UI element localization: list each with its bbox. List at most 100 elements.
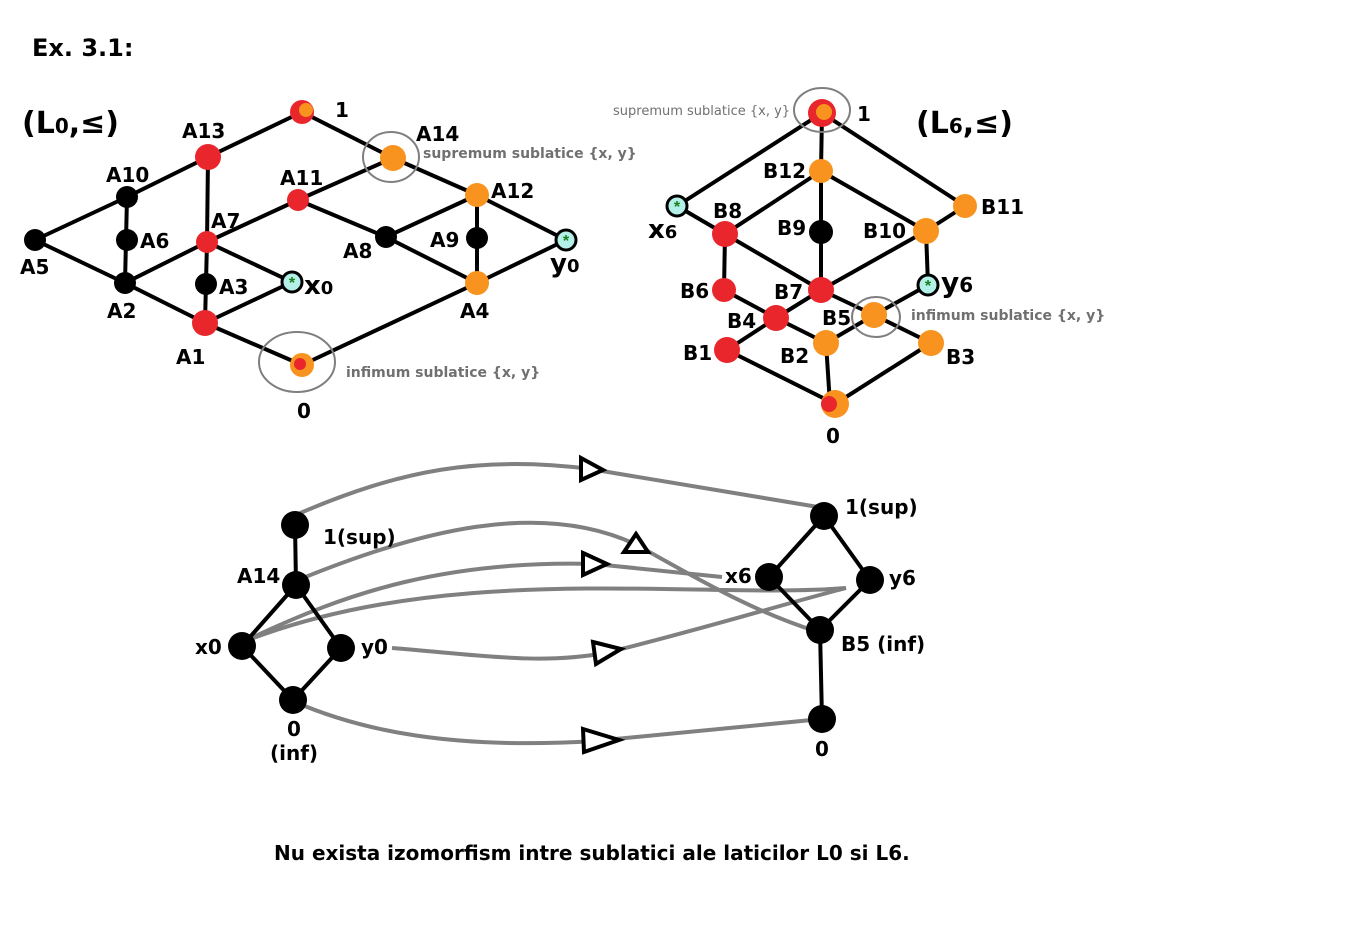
l0-sup-note: supremum sublatice {x, y}: [423, 146, 637, 162]
l0-node-y0: [554, 228, 578, 252]
l0-node-a6: [116, 229, 138, 251]
l0-node-a12: [465, 183, 489, 207]
l0-node-a4: [465, 271, 489, 295]
sub-left-label-a14: A14: [237, 564, 280, 588]
l6-label-b8: B8: [713, 199, 742, 223]
l0-node-a7: [196, 231, 218, 253]
l0-edge: [206, 198, 299, 244]
l6-node-b1: [714, 337, 740, 363]
sub-left-label-inf: (inf): [270, 741, 318, 765]
sub-left-node-y0: [327, 634, 355, 662]
sublattice-right: 1(sup) x6 y6 B5 (inf) 0: [725, 495, 925, 761]
l0-edge: [124, 281, 206, 325]
l0-node-y0-star: *: [563, 233, 570, 250]
l6-label-b11: B11: [981, 195, 1024, 219]
l6-nodes: * *: [665, 99, 977, 418]
l0-node-a14: [380, 145, 406, 171]
l0-inf-note: infimum sublatice {x, y}: [346, 365, 540, 381]
sub-right-edge: [818, 629, 824, 720]
l0-name: (L0,≤): [22, 106, 119, 141]
l6-label-top: 1: [857, 102, 871, 126]
l6-label-b2: B2: [780, 344, 809, 368]
l6-node-bottom-inner: [821, 396, 837, 412]
l6-sup-note: supremum sublatice {x, y}: [613, 104, 790, 119]
l6-edge: [675, 111, 824, 208]
l6-edge: [723, 232, 823, 292]
l0-infimum-marker: [258, 331, 336, 393]
l0-label-x0: x0: [304, 271, 333, 301]
l6-label-bottom: 0: [826, 424, 840, 448]
l0-node-a8: [375, 226, 397, 248]
sub-left-node-a14: [282, 571, 310, 599]
l0-node-a9: [466, 227, 488, 249]
l6-label-b6: B6: [680, 279, 709, 303]
l6-edge: [820, 111, 967, 208]
sub-left-node-x0: [228, 632, 256, 660]
l6-label-b10: B10: [863, 219, 906, 243]
exercise-title: Ex. 3.1:: [32, 34, 133, 62]
l0-node-a13: [195, 144, 221, 170]
sub-right-node-top: [810, 502, 838, 530]
l6-supremum-marker: [793, 87, 851, 133]
l6-label-y6: y6: [941, 266, 973, 299]
l0-edge: [476, 193, 567, 242]
l6-inf-note: infimum sublatice {x, y}: [911, 308, 1105, 324]
l6-node-x6-star: *: [674, 199, 681, 216]
l0-label-a10: A10: [106, 163, 149, 187]
l6-label-x6: x6: [648, 215, 677, 245]
l6-node-b11: [953, 194, 977, 218]
l6-node-b4: [763, 305, 789, 331]
l6-node-b12: [809, 159, 833, 183]
l6-node-y6: [916, 273, 940, 297]
arrowhead: [581, 549, 612, 579]
l6-node-b3: [918, 330, 944, 356]
l6-label-b4: B4: [727, 309, 756, 333]
l0-node-x0-star: *: [289, 275, 296, 292]
l0-node-x0: [280, 270, 304, 294]
l0-edge: [385, 235, 478, 285]
l0-edge: [207, 110, 303, 159]
mapping-arrows: [242, 461, 847, 746]
l6-label-b1: B1: [683, 341, 712, 365]
l0-edge: [301, 110, 394, 160]
sub-right-label-top: 1(sup): [845, 495, 918, 519]
map-arrow-top: [297, 461, 825, 516]
sub-right-node-bottom: [808, 705, 836, 733]
l0-node-a3: [195, 273, 217, 295]
l6-node-b9: [809, 220, 833, 244]
l0-edge: [392, 156, 478, 197]
l0-edge: [126, 155, 209, 199]
lattice-l0: * * (L0,≤) 1 A13 A14 supremum sublatice …: [20, 98, 637, 423]
sub-left-label-y0: y0: [361, 635, 388, 659]
l0-node-a10: [116, 186, 138, 208]
l6-edge: [833, 341, 933, 406]
l6-label-b12: B12: [763, 159, 806, 183]
l0-node-a2: [114, 272, 136, 294]
l0-label-y0: y0: [550, 249, 579, 279]
l0-label-a12: A12: [491, 179, 534, 203]
l0-edge: [124, 240, 208, 285]
sub-left-label-bottom: 0: [287, 717, 301, 741]
lattice-l6: * * supremum sublatice {x, y} 1 (L6,≤) B…: [613, 87, 1105, 448]
l6-node-b8: [712, 221, 738, 247]
l6-node-top-inner: [816, 104, 832, 120]
sub-left-edges: [240, 524, 343, 702]
l0-labels: (L0,≤) 1 A13 A14 supremum sublatice {x, …: [20, 98, 637, 423]
sub-left-label-top: 1(sup): [323, 525, 396, 549]
l0-edge: [385, 193, 478, 239]
sub-left-node-bottom: [279, 686, 307, 714]
map-arrow-a14: [297, 520, 816, 633]
l6-infimum-marker: [851, 296, 901, 338]
map-arrow-x0-b: [242, 586, 847, 644]
l6-edge: [820, 229, 927, 292]
l0-label-a2: A2: [107, 299, 136, 323]
l6-node-b5: [861, 302, 887, 328]
sub-left-label-x0: x0: [195, 635, 222, 659]
l6-edge: [820, 169, 927, 233]
l6-edge: [723, 169, 823, 236]
l0-edge: [34, 238, 126, 285]
l0-nodes: * *: [24, 100, 578, 377]
sub-right-node-x6: [755, 563, 783, 591]
l0-label-bottom: 0: [297, 399, 311, 423]
sublattice-left: 1(sup) A14 x0 y0 0 (inf): [195, 511, 396, 765]
